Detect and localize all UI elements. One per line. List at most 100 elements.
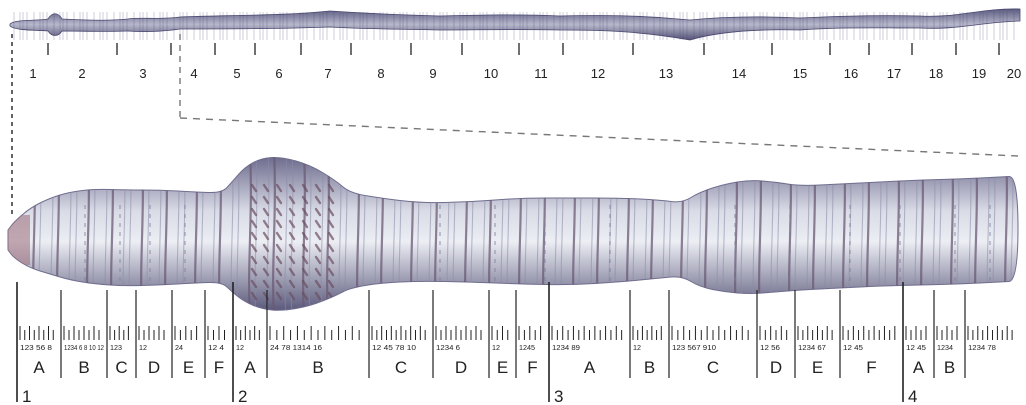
subsection-label: B	[644, 358, 655, 377]
overview-segment-label: 20	[1007, 66, 1021, 81]
overview-segment-label: 7	[324, 66, 331, 81]
detail-worm	[8, 150, 1018, 320]
segment-stripe	[381, 150, 383, 320]
tick-numbers: 1234 6	[436, 345, 460, 352]
section-label: 3	[554, 387, 563, 405]
tick-numbers: 12 45 78 10	[372, 345, 416, 352]
subsection-label: A	[913, 358, 925, 377]
overview-worm-body	[10, 9, 1020, 40]
segment-stripe	[111, 150, 113, 320]
overview-segment-label: 2	[78, 66, 85, 81]
segment-stripe	[33, 150, 35, 320]
segment-stripe	[813, 150, 815, 320]
tick-numbers: 12 45	[906, 345, 926, 352]
segment-stripe	[465, 150, 467, 320]
segment-stripe	[897, 150, 899, 320]
subsection-label: D	[770, 358, 782, 377]
segment-stripe	[87, 150, 89, 320]
segment-stripe	[843, 150, 845, 320]
subsection-label: B	[312, 358, 323, 377]
tick-numbers: 12 4	[208, 345, 224, 352]
segment-stripe	[165, 150, 167, 320]
section-label: 4	[908, 387, 917, 405]
subsection-label: C	[115, 358, 127, 377]
overview-segment-label: 10	[484, 66, 498, 81]
detail-worm-body	[8, 157, 1018, 310]
segment-stripe	[357, 150, 359, 320]
segment-stripe	[141, 150, 143, 320]
tick-numbers: 1245	[519, 345, 535, 352]
tick-numbers: 12	[492, 345, 500, 352]
segment-stripe	[597, 150, 599, 320]
tick-numbers: 1234 78	[968, 345, 996, 352]
segment-stripe	[519, 150, 521, 320]
overview-segment-label: 13	[659, 66, 673, 81]
tick-numbers: 12	[633, 345, 641, 352]
segment-stripe	[951, 150, 953, 320]
segment-stripe	[627, 150, 629, 320]
subsection-label: B	[944, 358, 955, 377]
segment-stripe	[651, 150, 653, 320]
tick-numbers: 12	[139, 345, 147, 352]
tick-numbers: 1234	[937, 345, 953, 352]
tick-numbers: 1234 6 8 10 12	[64, 345, 104, 352]
segment-stripe	[573, 150, 575, 320]
subsection-label: A	[33, 358, 45, 377]
overview-segment-label: 11	[534, 66, 548, 81]
tick-numbers: 12 56	[760, 345, 780, 352]
subsection-label: C	[707, 358, 719, 377]
subsection-label: C	[395, 358, 407, 377]
subsection-label: E	[497, 358, 508, 377]
tick-numbers: 123 567 910	[672, 345, 716, 352]
subsection-label: A	[584, 358, 596, 377]
subsection-label: F	[527, 358, 537, 377]
segment-stripe	[195, 150, 197, 320]
tick-numbers: 24 78 1314 16	[270, 345, 322, 352]
tick-numbers: 12	[236, 345, 244, 352]
tick-numbers: 24	[175, 345, 183, 352]
overview-segment-label: 8	[377, 66, 384, 81]
section-label: 2	[238, 387, 247, 405]
overview-segment-label: 5	[233, 66, 240, 81]
overview-segment-label: 1	[29, 66, 36, 81]
tick-numbers: 1234 67	[798, 345, 826, 352]
tick-numbers: 1234 89	[552, 345, 580, 352]
overview-segment-label: 9	[429, 66, 436, 81]
segment-stripe	[681, 150, 683, 320]
overview-segment-label: 3	[139, 66, 146, 81]
segment-stripe	[759, 150, 761, 320]
subsection-label: F	[866, 358, 876, 377]
section-label: 1	[22, 387, 31, 405]
segment-stripe	[867, 150, 869, 320]
segment-stripe	[921, 150, 923, 320]
segment-stripe	[975, 150, 977, 320]
overview-segment-label: 4	[190, 66, 197, 81]
segment-stripe	[57, 150, 59, 320]
segment-stripe	[219, 150, 221, 320]
subsection-label: B	[78, 358, 89, 377]
overview-tick-marks	[48, 43, 999, 55]
overview-segment-label: 14	[732, 66, 746, 81]
subsection-label: A	[244, 358, 256, 377]
segment-stripe	[435, 150, 437, 320]
overview-segment-label: 15	[793, 66, 807, 81]
subsection-label: E	[812, 358, 823, 377]
overview-segment-label: 12	[591, 66, 605, 81]
tick-numbers: 12 45	[843, 345, 863, 352]
overview-segment-label: 18	[929, 66, 943, 81]
head-tip	[8, 215, 30, 265]
subsection-label: D	[148, 358, 160, 377]
segment-stripe	[411, 150, 413, 320]
segment-stripe	[705, 150, 707, 320]
zoom-guide-diagonal	[180, 118, 1018, 156]
subsection-label: E	[183, 358, 194, 377]
segment-stripe	[1005, 150, 1007, 320]
overview-segment-label: 16	[844, 66, 858, 81]
overview-segment-label: 6	[275, 66, 282, 81]
tick-numbers: 123 56 8	[20, 345, 52, 352]
tick-numbers: 123	[110, 345, 122, 352]
subsection-label: D	[455, 358, 467, 377]
